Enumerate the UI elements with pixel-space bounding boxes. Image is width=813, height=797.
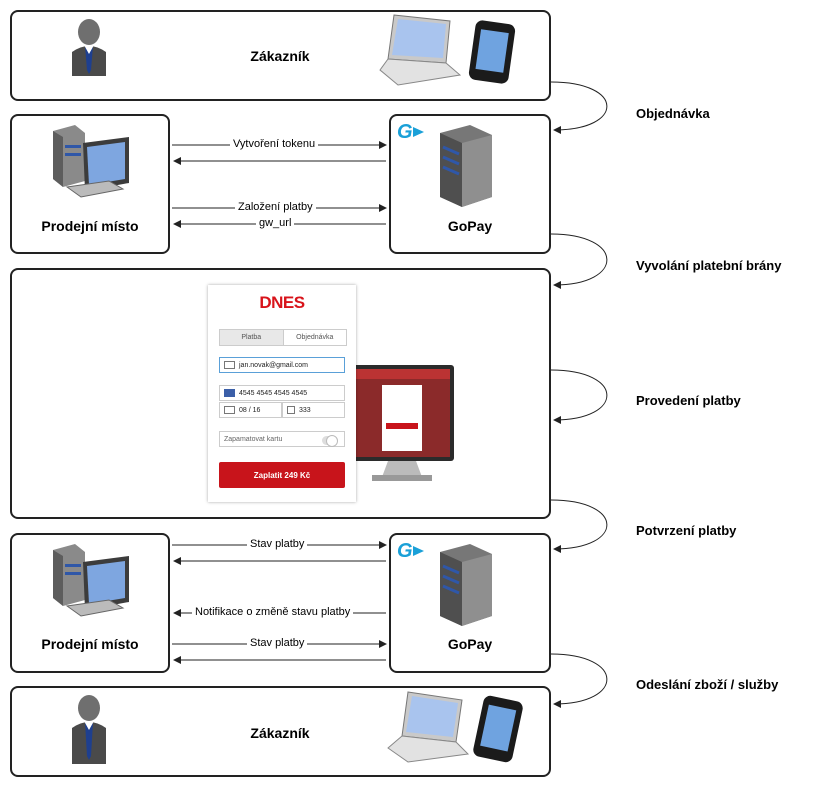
calendar-icon: [224, 406, 235, 414]
step-payment: Provedení platby: [636, 393, 741, 408]
merchant-2-title: Prodejní místo: [41, 636, 139, 652]
server-icon: [440, 125, 492, 207]
card-icon: [224, 389, 235, 397]
remember-card-toggle[interactable]: [322, 435, 338, 447]
phone-icon: [468, 20, 516, 84]
laptop-icon: [379, 14, 462, 86]
person-icon: [72, 695, 106, 764]
pay-button[interactable]: Zaplatit 249 Kč: [219, 462, 345, 488]
email-field[interactable]: jan.novak@gmail.com: [219, 357, 345, 373]
message-notification: Notifikace o změně stavu platby: [192, 606, 354, 618]
curve-confirm: [550, 499, 608, 553]
remember-card-label: Zapamatovat kartu: [224, 435, 283, 443]
step-order: Objednávka: [636, 106, 710, 121]
step-confirm: Potvrzení platby: [636, 523, 737, 538]
payment-tabs: Platba Objednávka: [219, 329, 347, 346]
tab-order[interactable]: Objednávka: [296, 334, 334, 341]
monitor-icon: [350, 365, 454, 481]
cvc-value: 333: [299, 406, 311, 414]
merchant-1-title: Prodejní místo: [41, 218, 139, 234]
server-icon: [440, 544, 492, 626]
curve-shipping: [550, 653, 608, 708]
curve-payment: [550, 369, 608, 424]
payment-form: DNES Platba Objednávka jan.novak@gmail.c…: [208, 285, 356, 502]
svg-text:G: G: [397, 540, 413, 562]
phone-icon: [473, 695, 523, 763]
customer-bottom-title: Zákazník: [250, 725, 310, 741]
computer-icon: [53, 125, 129, 198]
message-token: Vytvoření tokenu: [230, 138, 319, 150]
curve-order: [550, 81, 608, 134]
message-status-2: Stav platby: [247, 637, 308, 649]
gopay-1-title: GoPay: [447, 218, 493, 234]
step-shipping: Odeslání zboží / služby: [636, 677, 779, 692]
svg-text:G: G: [397, 121, 413, 143]
gopay-logo-icon: G: [397, 121, 424, 143]
computer-icon: [53, 544, 129, 617]
customer-top-title: Zákazník: [250, 48, 310, 64]
expiry-field[interactable]: 08 / 16: [219, 402, 282, 418]
tab-payment[interactable]: Platba: [220, 330, 284, 345]
lock-icon: [287, 406, 295, 414]
curve-gateway: [550, 233, 608, 289]
person-icon: [72, 19, 106, 76]
card-number-value: 4545 4545 4545 4545: [239, 389, 308, 397]
remember-card-row[interactable]: Zapamatovat kartu: [219, 431, 345, 447]
gopay-2-title: GoPay: [447, 636, 493, 652]
laptop-icon: [387, 691, 470, 763]
card-number-field[interactable]: 4545 4545 4545 4545: [219, 385, 345, 401]
message-gw-url: gw_url: [256, 217, 295, 229]
message-status-1: Stav platby: [247, 538, 308, 550]
expiry-value: 08 / 16: [239, 406, 261, 414]
step-gateway: Vyvolání platební brány: [636, 258, 782, 273]
email-value: jan.novak@gmail.com: [239, 361, 308, 369]
message-create-payment: Založení platby: [235, 201, 316, 213]
gopay-logo-icon: G: [397, 540, 424, 562]
dnes-logo: DNES: [259, 293, 305, 312]
cvc-field[interactable]: 333: [282, 402, 345, 418]
envelope-icon: [224, 361, 235, 369]
